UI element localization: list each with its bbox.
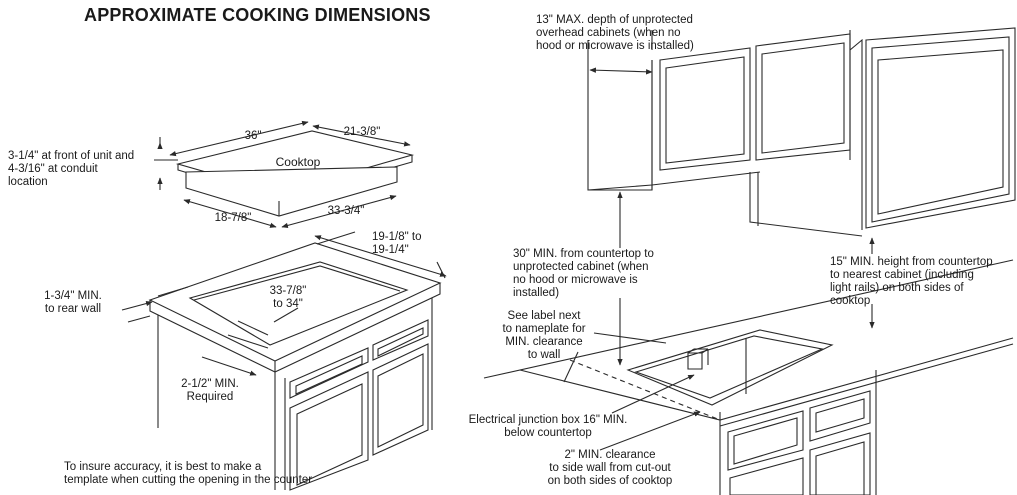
upper-cabinets-illustration (588, 28, 1015, 236)
cooktop-illustration (178, 131, 412, 216)
cooktop-dimension-lines (154, 120, 411, 228)
cooktop-base-depth-label: 18-7/8" (214, 212, 252, 224)
cutout-width-label: 33-7/8" to 34" (269, 285, 307, 310)
overhead-depth-label: 13" MAX. depth of unprotected overhead c… (536, 14, 694, 52)
template-note: To insure accuracy, it is best to make a… (64, 461, 313, 486)
right-counter-illustration (484, 260, 1013, 495)
junction-box-label: Electrical junction box 16" MIN. below c… (468, 414, 628, 439)
cooktop-base-width-label: 33-3/4" (327, 205, 365, 217)
front-min-label: 2-1/2" MIN. Required (181, 378, 239, 403)
cooktop-height-note: 3-1/4" at front of unit and 4-3/16" at c… (8, 150, 135, 188)
diagram-title: APPROXIMATE COOKING DIMENSIONS (84, 5, 431, 25)
side-wall-label: 2" MIN. clearance to side wall from cut-… (547, 449, 673, 487)
rear-wall-label: 1-3/4" MIN. to rear wall (44, 290, 102, 315)
clearance-leader-lines (564, 67, 875, 450)
cutout-depth-label: 19-1/8" to 19-1/4" (372, 231, 422, 256)
countertop-to-cabinet-label: 30" MIN. from countertop to unprotected … (513, 248, 654, 299)
cooktop-width-label: 36" (244, 130, 262, 142)
counter-dimension-lines (122, 232, 447, 376)
counter-cabinet-illustration (150, 243, 440, 490)
cooktop-name-label: Cooktop (275, 155, 321, 169)
label-note: See label next to nameplate for MIN. cle… (502, 310, 586, 361)
cooktop-depth-label: 21-3/8" (343, 126, 381, 138)
nearest-cabinet-label: 15" MIN. height from countertop to neare… (830, 256, 993, 307)
